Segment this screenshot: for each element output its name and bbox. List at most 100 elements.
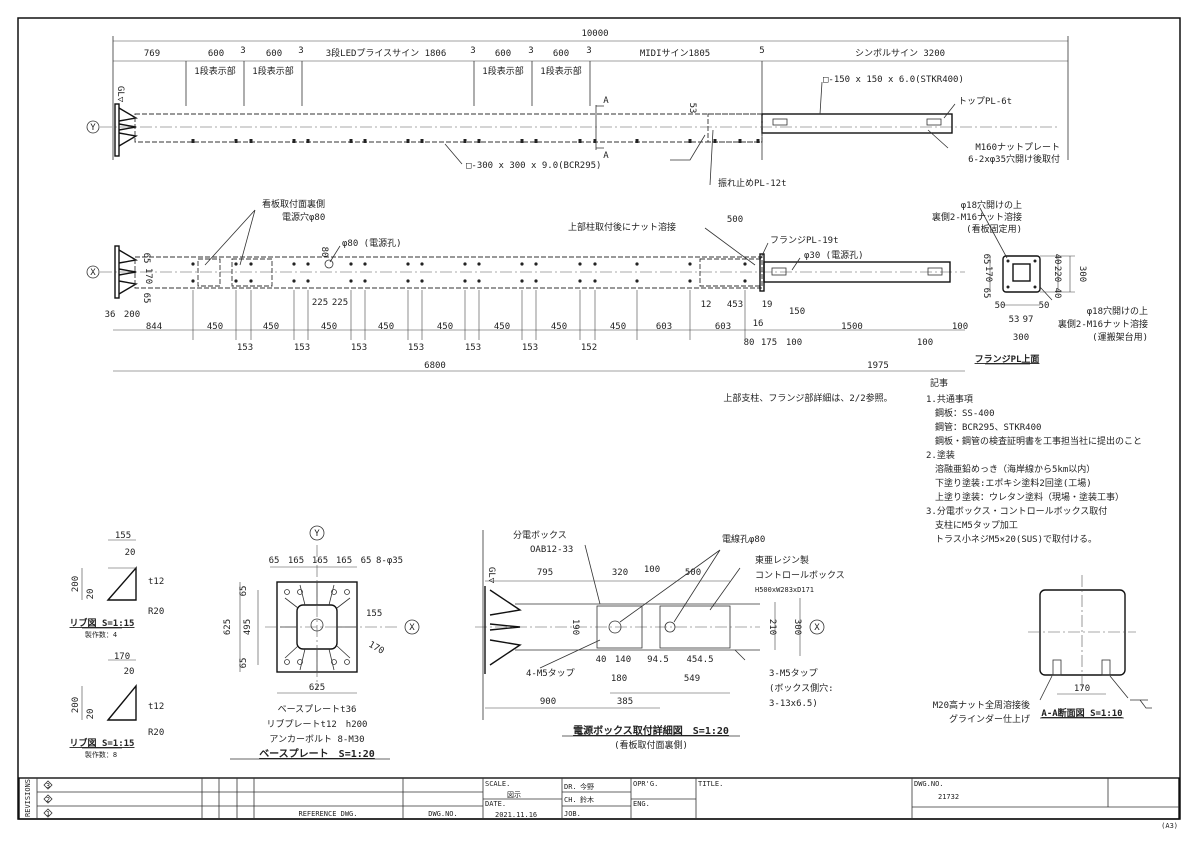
rev-mark: 3 bbox=[46, 782, 50, 790]
note-item: 鋼板・鋼管の検査証明書を工事担当社に提出のこと bbox=[935, 435, 1142, 447]
pb-dim: 900 bbox=[540, 697, 556, 707]
pb-dim: 140 bbox=[615, 655, 631, 665]
bp-dim: 65 bbox=[239, 586, 249, 597]
nut-plate-holes-label: 6-2xφ35穴開け後取付 bbox=[968, 153, 1060, 165]
flange-note: (運搬架台用) bbox=[1092, 331, 1148, 343]
flange-title: フランジPL上面 bbox=[975, 353, 1040, 365]
bolt-hole bbox=[688, 279, 692, 283]
bolt-hole bbox=[406, 279, 410, 283]
power-box-detail bbox=[475, 530, 825, 737]
bolt-hole bbox=[292, 262, 296, 266]
top-plate-label: トップPL-6t bbox=[958, 96, 1012, 107]
flange-dim: 97 bbox=[1023, 315, 1034, 325]
display-label: 1段表示部 bbox=[540, 65, 581, 77]
axis-label-x: X bbox=[409, 623, 415, 633]
date-label: DATE. bbox=[485, 800, 506, 808]
bp-dim: 155 bbox=[366, 609, 382, 619]
bolt-hole bbox=[534, 279, 538, 283]
flange-dim: 50 bbox=[1039, 301, 1050, 311]
upper-pipe-label: □-150 x 150 x 6.0(STKR400) bbox=[823, 75, 964, 85]
dim-segment: 600 bbox=[553, 49, 569, 59]
flange-dim: 220 bbox=[1052, 266, 1062, 282]
bolt-hole bbox=[420, 262, 424, 266]
bolt-mark bbox=[234, 139, 238, 143]
bolt-hole bbox=[406, 262, 410, 266]
bolt-hole bbox=[363, 279, 367, 283]
dim-row2: 152 bbox=[581, 343, 597, 353]
back-hole-label: 電源穴φ80 bbox=[282, 211, 325, 223]
rib-dim: 20 bbox=[125, 548, 136, 558]
bolt-hole bbox=[635, 262, 639, 266]
rib-title: リブ図 S=1:15 bbox=[70, 617, 135, 629]
note-item: 3.分電ボックス・コントロールボックス取付 bbox=[926, 506, 1107, 517]
aa-title: A-A断面図 S=1:10 bbox=[1041, 707, 1122, 719]
bolt-mark bbox=[635, 139, 639, 143]
bp-dim: 625 bbox=[223, 619, 233, 635]
flange-top-view bbox=[979, 207, 1075, 365]
bolt-hole bbox=[463, 279, 467, 283]
display-label: 1段表示部 bbox=[194, 65, 235, 77]
aa-dim: 170 bbox=[1074, 684, 1090, 694]
bolt-hole bbox=[292, 279, 296, 283]
bolt-hole bbox=[578, 279, 582, 283]
dim-segment: シンボルサイン 3200 bbox=[855, 48, 945, 59]
rib-dim: 20 bbox=[86, 709, 96, 720]
dim-segment: 3 bbox=[470, 46, 475, 56]
bolt-hole bbox=[363, 262, 367, 266]
rib-title: リブ図 S=1:15 bbox=[70, 737, 135, 749]
power-hole-30-label: φ30 (電源孔) bbox=[804, 250, 864, 261]
dim-total: 6800 bbox=[424, 361, 446, 371]
bolt-mark bbox=[534, 139, 538, 143]
bolt-mark bbox=[713, 139, 717, 143]
bolt-hole bbox=[463, 262, 467, 266]
bolt-mark bbox=[688, 139, 692, 143]
aa-note: グラインダー仕上げ bbox=[949, 713, 1030, 725]
dim-upper: 12 bbox=[701, 300, 712, 310]
dim-row: 450 bbox=[321, 322, 337, 332]
dim-225: 225 bbox=[332, 298, 348, 308]
bolt-hole bbox=[234, 279, 238, 283]
eng-label: ENG. bbox=[633, 800, 650, 808]
dim-segment: 3 bbox=[298, 46, 303, 56]
distribution-box bbox=[596, 605, 643, 649]
dim-row2: 153 bbox=[465, 343, 481, 353]
bolt-hole bbox=[688, 262, 692, 266]
bolt-hole bbox=[635, 279, 639, 283]
pb-dim: 210 bbox=[767, 619, 777, 635]
bolt-hole bbox=[578, 262, 582, 266]
rib-count: 製作数：4 bbox=[85, 630, 117, 639]
pb-dim: 190 bbox=[570, 619, 580, 635]
note-item: 上塗り塗装：ウレタン塗料（現場・塗装工事） bbox=[935, 491, 1124, 503]
flange-dim: 53 bbox=[1009, 315, 1020, 325]
note-item: 支柱にM5タップ加工 bbox=[935, 519, 1018, 531]
bp-dim: 65 bbox=[269, 556, 280, 566]
note-item: 溶融亜鉛めっき（海岸線から5km以内） bbox=[935, 463, 1095, 475]
dim-segment: 5 bbox=[759, 46, 764, 56]
dim-row2: 153 bbox=[408, 343, 424, 353]
dim-row: 450 bbox=[437, 322, 453, 332]
dim-v: 65 bbox=[141, 253, 151, 264]
bp-dim: 170 bbox=[367, 640, 386, 657]
dwgno-label: DWG.NO. bbox=[914, 780, 944, 788]
wire-hole-label: 電線孔φ80 bbox=[722, 533, 765, 545]
pb-dim: 320 bbox=[612, 568, 628, 578]
dim-segment: MIDIサイン1805 bbox=[640, 48, 710, 59]
dim-row: 603 bbox=[715, 322, 731, 332]
dwgno-value: 21732 bbox=[938, 793, 959, 801]
axis-label-x: X bbox=[90, 268, 96, 278]
dim-upper: 453 bbox=[727, 300, 743, 310]
dim-row: 603 bbox=[656, 322, 672, 332]
tap3-label: (ボックス側穴: bbox=[769, 682, 834, 694]
dim-segment: 3 bbox=[586, 46, 591, 56]
axis-label-y: Y bbox=[90, 123, 96, 133]
dim-segment: 600 bbox=[495, 49, 511, 59]
anchor-hole bbox=[297, 589, 303, 595]
anchor-hole bbox=[331, 659, 337, 665]
rib-dim: 200 bbox=[71, 697, 81, 713]
bolt-mark bbox=[292, 139, 296, 143]
control-box bbox=[659, 605, 731, 649]
bolt-mark bbox=[520, 139, 524, 143]
bolt-hole bbox=[520, 262, 524, 266]
dim-segment: 3 bbox=[528, 46, 533, 56]
dim-segment: 600 bbox=[208, 49, 224, 59]
